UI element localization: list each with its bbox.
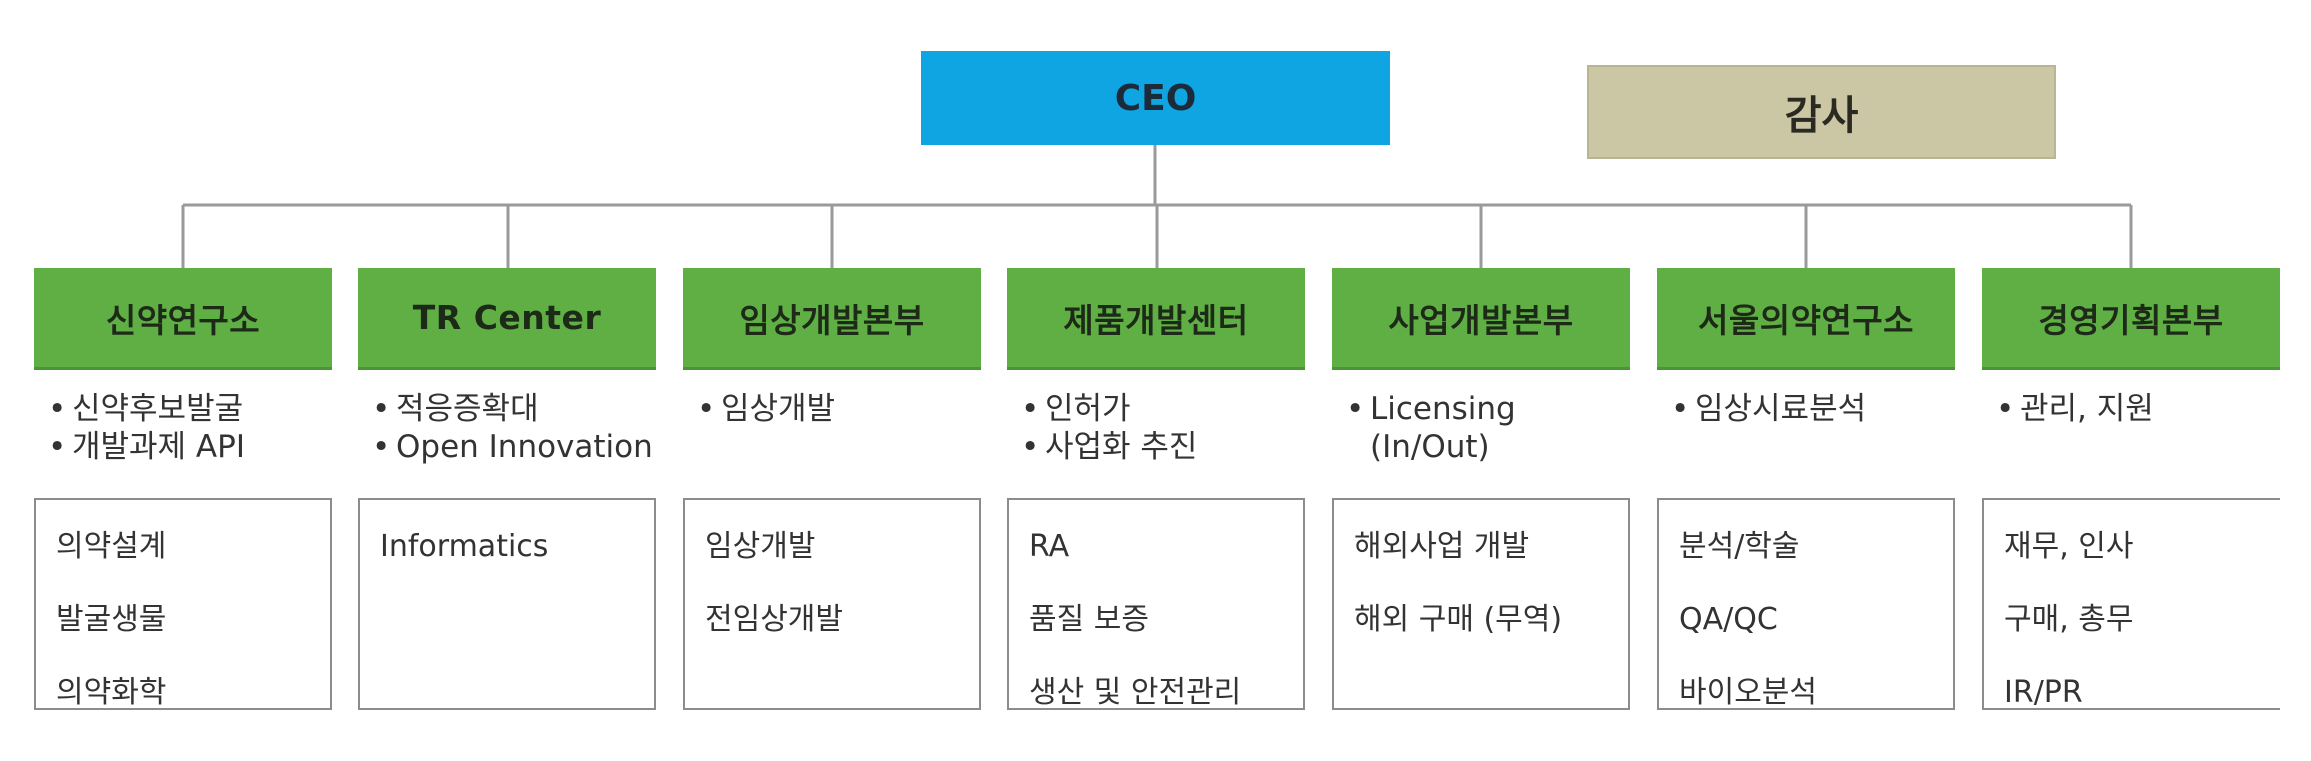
- bullet-item: 개발과제 API: [48, 428, 348, 466]
- unit-item: 바이오분석: [1679, 675, 1817, 710]
- unit-item: 해외 구매 (무역): [1354, 602, 1563, 637]
- unit-item: 구매, 총무: [2004, 602, 2134, 637]
- unit-item: 의약설계: [56, 529, 167, 564]
- bullet-item-continued: (In/Out): [1370, 429, 1490, 465]
- unit-item: 해외사업 개발: [1354, 529, 1530, 564]
- bullet-item: 임상시료분석: [1671, 390, 1971, 428]
- department-box: 사업개발본부: [1332, 268, 1630, 370]
- unit-item: 의약화학: [56, 675, 167, 710]
- unit-item: QA/QC: [1679, 602, 1778, 637]
- bullet-item: Open Innovation: [372, 428, 672, 466]
- department-bullets: 관리, 지원: [1996, 390, 2296, 428]
- department-box: 제품개발센터: [1007, 268, 1305, 370]
- department-column: TR Center 적응증확대 Open Innovation Informat…: [358, 268, 656, 710]
- unit-box: 해외사업 개발 해외 구매 (무역): [1332, 498, 1630, 710]
- audit-box: 감사: [1587, 65, 2056, 159]
- department-bullets: 임상시료분석: [1671, 390, 1971, 428]
- unit-item: 발굴생물: [56, 602, 167, 637]
- department-box: 신약연구소: [34, 268, 332, 370]
- department-bullets: Licensing (In/Out): [1346, 390, 1646, 466]
- unit-box: Informatics: [358, 498, 656, 710]
- unit-item: 재무, 인사: [2004, 529, 2134, 564]
- unit-box: 재무, 인사 구매, 총무 IR/PR: [1982, 498, 2280, 710]
- department-box: 임상개발본부: [683, 268, 981, 370]
- department-column: 제품개발센터 인허가 사업화 추진 RA 품질 보증 생산 및 안전관리: [1007, 268, 1305, 710]
- unit-item: 품질 보증: [1029, 602, 1149, 637]
- department-column: 경영기획본부 관리, 지원 재무, 인사 구매, 총무 IR/PR: [1982, 268, 2280, 710]
- unit-box: 임상개발 전임상개발: [683, 498, 981, 710]
- department-box: 경영기획본부: [1982, 268, 2280, 370]
- ceo-box: CEO: [921, 51, 1390, 145]
- bullet-item: 인허가: [1021, 390, 1321, 428]
- department-bullets: 적응증확대 Open Innovation: [372, 390, 672, 466]
- bullet-item: 관리, 지원: [1996, 390, 2296, 428]
- unit-box: 분석/학술 QA/QC 바이오분석: [1657, 498, 1955, 710]
- department-column: 신약연구소 신약후보발굴 개발과제 API 의약설계 발굴생물 의약화학: [34, 268, 332, 710]
- bullet-item: Licensing: [1346, 390, 1646, 428]
- department-box: 서울의약연구소: [1657, 268, 1955, 370]
- department-bullets: 임상개발: [697, 390, 997, 428]
- department-bullets: 신약후보발굴 개발과제 API: [48, 390, 348, 466]
- department-bullets: 인허가 사업화 추진: [1021, 390, 1321, 466]
- department-column: 사업개발본부 Licensing (In/Out) 해외사업 개발 해외 구매 …: [1332, 268, 1630, 710]
- unit-item: 생산 및 안전관리: [1029, 675, 1242, 710]
- department-box: TR Center: [358, 268, 656, 370]
- unit-box: 의약설계 발굴생물 의약화학: [34, 498, 332, 710]
- department-column: 임상개발본부 임상개발 임상개발 전임상개발: [683, 268, 981, 710]
- department-column: 서울의약연구소 임상시료분석 분석/학술 QA/QC 바이오분석: [1657, 268, 1955, 710]
- bullet-item: 신약후보발굴: [48, 390, 348, 428]
- bullet-item: 임상개발: [697, 390, 997, 428]
- unit-box: RA 품질 보증 생산 및 안전관리: [1007, 498, 1305, 710]
- unit-item: IR/PR: [2004, 675, 2083, 710]
- unit-item: 분석/학술: [1679, 529, 1800, 564]
- bullet-item: 사업화 추진: [1021, 428, 1321, 466]
- unit-item: 임상개발: [705, 529, 816, 564]
- unit-item: RA: [1029, 529, 1070, 564]
- unit-item: Informatics: [380, 529, 549, 564]
- unit-item: 전임상개발: [705, 602, 843, 637]
- bullet-item: 적응증확대: [372, 390, 672, 428]
